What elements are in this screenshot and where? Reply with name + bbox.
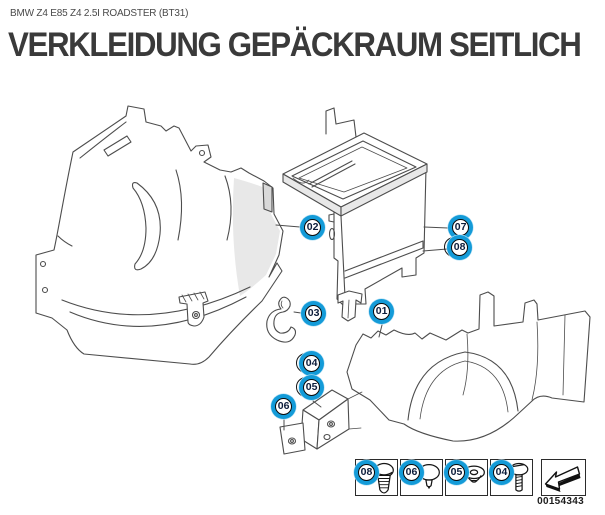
left-side-trim-panel-drawing	[35, 105, 284, 365]
callout-07[interactable]: 07	[452, 219, 470, 237]
bag-hook-drawing	[266, 296, 297, 343]
callout-06[interactable]: 06	[275, 398, 293, 416]
page-title: VERKLEIDUNG GEPÄCKRAUM SEITLICH	[8, 26, 582, 64]
legend-fastener-06[interactable]: 06	[400, 459, 443, 496]
legend-callout-05[interactable]: 05	[448, 464, 465, 481]
callout-03[interactable]: 03	[305, 305, 323, 323]
breadcrumb: BMW Z4 E85 Z4 2.5I ROADSTER (BT31)	[10, 8, 189, 19]
wheel-arch-trim-drawing	[279, 290, 591, 455]
callout-01[interactable]: 01	[373, 303, 391, 321]
mounting-bracket-drawing	[279, 389, 363, 455]
legend-callout-08[interactable]: 08	[358, 464, 375, 481]
diagram-code: 00154343	[537, 496, 584, 507]
legend-fastener-04[interactable]: 04	[490, 459, 533, 496]
view-direction-cell	[541, 459, 586, 496]
legend-fastener-05[interactable]: 05	[445, 459, 488, 496]
parts-exploded-diagram	[35, 105, 591, 455]
callout-02[interactable]: 02	[304, 219, 322, 237]
battery-box-trim-drawing	[282, 107, 428, 306]
leader-lines	[275, 224, 449, 431]
fastener-legend: 08 06 05 04	[355, 459, 586, 496]
legend-callout-04[interactable]: 04	[493, 464, 510, 481]
legend-fastener-08[interactable]: 08	[355, 459, 398, 496]
legend-callout-06[interactable]: 06	[403, 464, 420, 481]
